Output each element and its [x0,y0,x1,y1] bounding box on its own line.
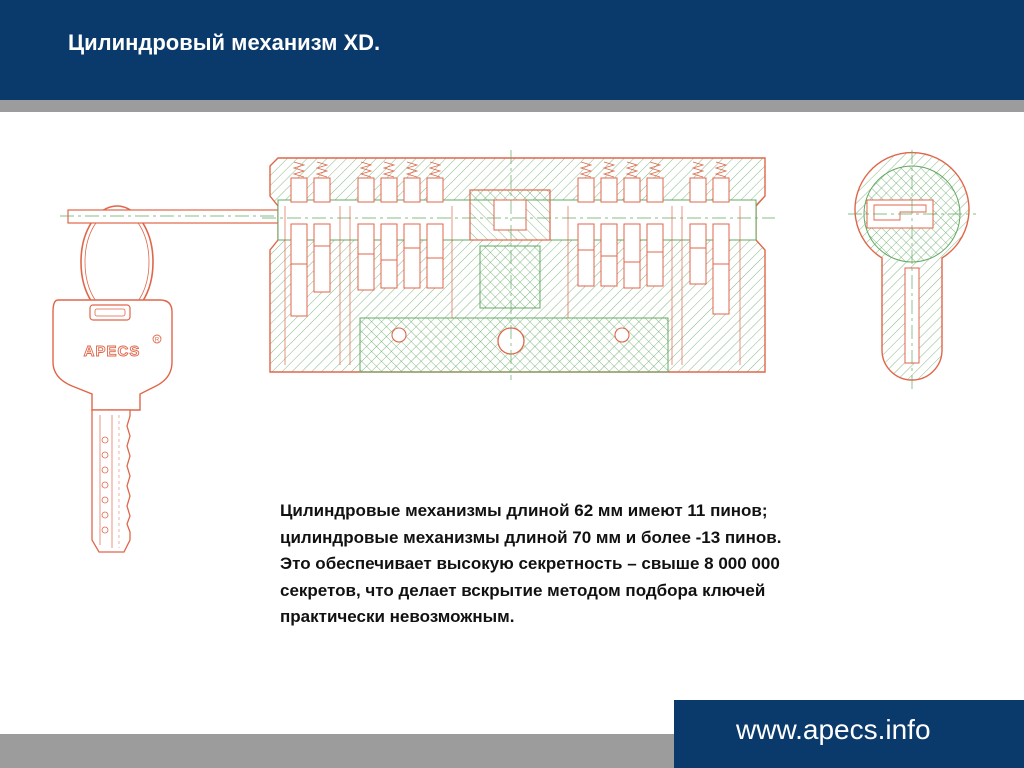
registered-mark-letter: R [155,338,160,344]
footer-url-box [674,700,1024,768]
key-slot-inner [94,308,126,317]
slide-title: Цилиндровый механизм XD. [68,30,381,55]
key-bow [52,299,173,411]
description-line: Цилиндровые механизмы длиной 62 мм имеют… [280,501,768,520]
springs [292,161,728,178]
description-line: Это обеспечивает высокую секретность – с… [280,554,780,573]
cam-center [479,245,541,309]
key-brand-logo: APECS [84,343,141,360]
description-text: Цилиндровые механизмы длиной 62 мм имеют… [280,498,970,631]
profile-keyway-shape [873,204,927,221]
mount-hole-left [391,327,407,343]
technical-drawing: APECS R [52,150,976,553]
mount-hole-right [614,327,630,343]
side-pin-channels [284,206,741,365]
header-stripe [0,100,1024,112]
key-ring-inner [84,209,150,315]
key-slot [89,304,131,321]
description-line: цилиндровые механизмы длиной 70 мм и бол… [280,527,782,547]
pin-stacks [290,177,730,317]
registered-mark [152,334,162,344]
key-dimples [101,436,109,534]
header-bar [0,0,1024,100]
footer-url: www.apecs.info [736,714,931,745]
description-line: практически невозможным. [280,607,515,626]
cam-gear-inner [493,199,527,231]
description-line: секретов, что делает вскрытие методом по… [280,580,766,600]
key-blade [91,409,131,553]
